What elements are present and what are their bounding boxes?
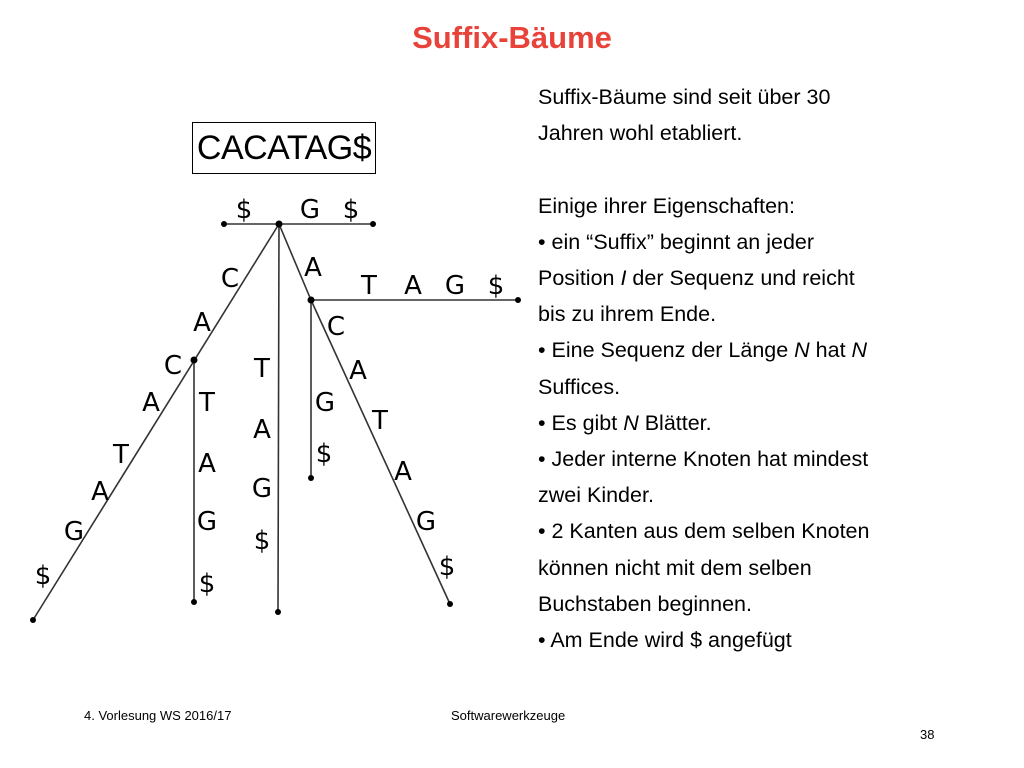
text-line: • Jeder interne Knoten hat mindest: [538, 447, 869, 472]
label-left-branch: $: [35, 561, 52, 591]
node-internal-a: [307, 296, 315, 304]
label-left-branch: A: [142, 388, 160, 418]
node-top-right: [370, 221, 376, 227]
text-line: • Es gibt N Blätter.: [538, 405, 1008, 441]
node-root: [275, 220, 283, 228]
slide-title: Suffix-Bäume: [412, 20, 612, 55]
text-segment: Position: [538, 266, 621, 291]
label-left-branch: C: [164, 351, 182, 381]
label-center-branch: $: [254, 526, 271, 556]
text-segment: • Es gibt: [538, 410, 624, 435]
text-segment: der Sequenz und reicht: [626, 266, 855, 291]
label-right-branch: A: [394, 457, 412, 487]
edge-left-branch: [32, 223, 280, 621]
text-line: Position I der Sequenz und reicht: [538, 260, 1008, 296]
label-right-branch: C: [327, 312, 345, 342]
label-right-branch: $: [439, 552, 456, 582]
label-left-sub-branch: A: [198, 449, 216, 479]
leaf-center: [275, 609, 281, 615]
label-left-branch: T: [112, 440, 129, 470]
text-line: • 2 Kanten aus dem selben Knoten: [538, 519, 870, 544]
variable-n: N: [623, 410, 639, 435]
text-line: können nicht mit dem selben: [538, 555, 812, 580]
text-line: • Eine Sequenz der Länge N hat N: [538, 332, 1008, 368]
text-segment: hat: [809, 338, 852, 363]
label-left-sub-branch: $: [199, 569, 216, 599]
label-a-edge: A: [304, 253, 322, 283]
variable-n: N: [851, 338, 868, 363]
text-segment: Blätter.: [638, 410, 712, 435]
leaf-inner-short: [308, 475, 314, 481]
spacer-line: [538, 151, 1008, 187]
node-top-left: [221, 221, 227, 227]
label-center-branch: G: [252, 474, 272, 504]
text-line: Suffix-Bäume sind seit über 30: [538, 85, 831, 109]
label-left-branch: G: [64, 517, 84, 547]
label-center-branch: A: [253, 415, 271, 445]
label-inner-short-branch: G: [315, 388, 335, 418]
text-line: Jahren wohl etabliert.: [538, 121, 743, 146]
text-line: Buchstaben beginnen.: [538, 591, 752, 616]
sequence-box: CACATAG$: [192, 122, 376, 174]
label-left-sub-branch: G: [197, 507, 217, 537]
leaf-right: [447, 601, 453, 607]
label-left-branch: A: [91, 477, 109, 507]
leaf-tag: [515, 297, 521, 303]
edge-center-branch: [277, 223, 280, 613]
variable-n: N: [794, 338, 810, 363]
label-right-branch: G: [416, 507, 436, 537]
leaf-left-sub: [191, 599, 197, 605]
text-line: bis zu ihrem Ende.: [538, 302, 717, 327]
label-left-branch: C: [221, 264, 239, 294]
label-top-dollar-left: $: [236, 195, 253, 225]
footer-course: Softwarewerkzeuge: [451, 708, 566, 723]
text-line: • ein “Suffix” beginnt an jeder: [538, 229, 815, 254]
label-right-branch: T: [371, 406, 388, 436]
label-tag-branch: G: [445, 271, 465, 301]
label-left-branch: A: [193, 308, 211, 338]
leaf-left: [30, 617, 36, 623]
label-top-dollar-right: $: [343, 195, 360, 225]
variable-i: I: [620, 266, 627, 291]
label-left-sub-branch: T: [198, 388, 215, 418]
text-line: Suffices.: [538, 374, 621, 399]
text-line: zwei Kinder.: [538, 483, 654, 508]
label-tag-branch: T: [360, 271, 377, 301]
label-tag-branch: $: [488, 271, 505, 301]
text-segment: • Eine Sequenz der Länge: [538, 338, 795, 363]
node-internal-left: [190, 356, 198, 364]
label-right-branch: A: [349, 356, 367, 386]
description-text: Suffix-Bäume sind seit über 30 Jahren wo…: [538, 79, 1008, 658]
page-number: 38: [920, 727, 935, 742]
footer-lecture: 4. Vorlesung WS 2016/17: [84, 708, 232, 723]
edge-right-branch: [310, 299, 451, 605]
text-line: Einige ihrer Eigenschaften:: [538, 193, 795, 218]
text-line: • Am Ende wird $ angefügt: [538, 628, 792, 653]
label-center-branch: T: [253, 354, 270, 384]
label-tag-branch: A: [404, 271, 422, 301]
label-inner-short-branch: $: [316, 439, 333, 469]
label-top-g: G: [300, 195, 320, 225]
edge-a: [278, 223, 312, 301]
sequence-label: CACATAG$: [196, 128, 372, 167]
